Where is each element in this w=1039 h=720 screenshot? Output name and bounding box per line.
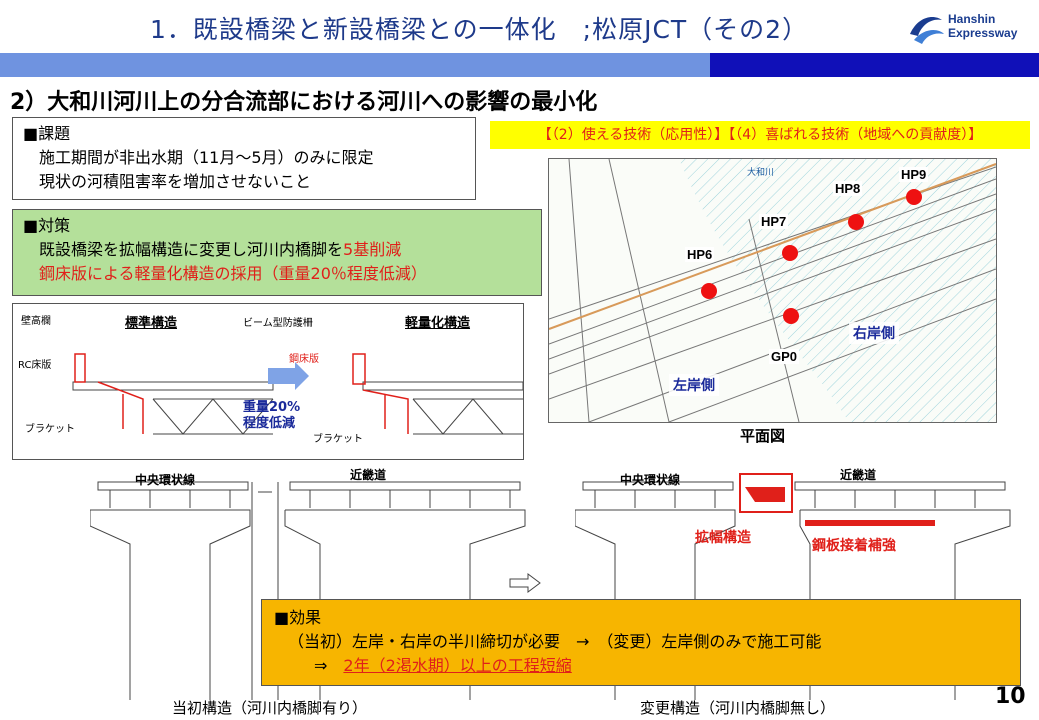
hanshin-logo [904,6,1034,50]
pier-marker-hp7 [782,245,798,261]
label-weight-reduction: 重量20% 程度低減 [243,400,300,432]
issue-box: ■課題 施工期間が非出水期（11月～5月）のみに限定 現状の河積阻害率を増加させ… [12,117,476,200]
header-band-light [0,53,710,77]
issue-line-1: 施工期間が非出水期（11月～5月）のみに限定 [39,148,374,167]
logo-line-2: Expressway [948,26,1018,40]
effect-arrow: ⇒ [314,656,328,675]
pier-label-hp9: HP9 [899,167,929,182]
plan-map-drawing: 大和川 [549,159,996,422]
pier-marker-hp6 [701,283,717,299]
right-bank-label: 右岸側 [849,322,899,344]
plan-map-caption: 平面図 [740,427,786,445]
issue-line-2: 現状の河積阻害率を増加させないこと [39,172,312,191]
measure-heading: ■対策 [23,216,71,235]
effect-box: ■効果 （当初）左岸・右岸の半川締切が必要 → （変更）左岸側のみで施工可能 ⇒… [261,599,1021,686]
label-rc-deck: RC床版 [18,360,52,371]
caption-before: 当初構造（河川内橋脚有り） [172,699,368,717]
structure-comparison: 壁高欄 標準構造 ビーム型防護柵 軽量化構造 RC床版 鋼床版 ブラケット ブラ… [12,303,524,460]
label-steel-deck: 鋼床版 [289,354,319,365]
page-number: 10 [995,684,1026,709]
label-light-structure: 軽量化構造 [405,316,471,331]
label-parapet: 壁高欄 [21,316,51,327]
section-subtitle: 2）大和川河川上の分合流部における河川への影響の最小化 [10,90,598,115]
left-bank-label: 左岸側 [669,374,719,396]
label-chuo-before: 中央環状線 [135,473,196,487]
logo-line-1: Hanshin [948,12,996,26]
measure-line-2: 鋼床版による軽量化構造の採用（重量20％程度低減） [39,264,427,283]
issue-heading: ■課題 [23,124,71,143]
pier-marker-gp0 [783,308,799,324]
river-label: 大和川 [747,166,774,178]
pier-marker-hp8 [848,214,864,230]
bridge-before-drawing [90,481,526,700]
right-arrow-icon [509,573,541,593]
slide-title: 1．既設橋梁と新設橋梁との一体化 ;松原JCT（その2） [150,15,809,44]
measure-line-1: 既設橋梁を拡幅構造に変更し河川内橋脚を5基削減 [23,238,531,262]
effect-line-2: ⇒ 2年（2渇水期）以上の工程短縮 [274,654,1008,678]
label-beam-rail: ビーム型防護柵 [243,318,313,329]
label-widen-structure: 拡幅構造 [695,530,751,546]
label-standard-structure: 標準構造 [125,316,178,331]
effect-heading: ■効果 [274,608,322,627]
label-bracket-2: ブラケット [313,434,363,445]
label-weight-reduction-2: 程度低減 [243,416,296,431]
hanshin-logo-icon [910,16,944,44]
label-kinki-after: 近畿道 [840,468,877,482]
structure-drawing [72,353,523,435]
pier-marker-hp9 [906,189,922,205]
measure-box: ■対策 既設橋梁を拡幅構造に変更し河川内橋脚を5基削減 鋼床版による軽量化構造の… [12,209,542,296]
label-plate-reinforce: 鋼板接着補強 [812,538,896,554]
caption-after: 変更構造（河川内橋脚無し） [640,699,836,717]
logo-text: Hanshin Expressway [948,12,1017,40]
label-kinki-before: 近畿道 [350,468,387,482]
label-bracket: ブラケット [25,424,75,435]
tech-tags: 【（2）使える技術（応用性）】【（4）喜ばれる技術（地域への貢献度）】 [490,121,1030,149]
effect-line-1: （当初）左岸・右岸の半川締切が必要 → （変更）左岸側のみで施工可能 [288,632,822,651]
plan-map: 大和川 HP6 HP7 HP8 HP9 GP0 右岸側 左岸側 [548,158,997,423]
label-weight-reduction-1: 重量20% [243,400,301,415]
pier-label-hp6: HP6 [685,247,715,262]
measure-line-1-red: 5基削減 [343,240,402,259]
pier-label-hp7: HP7 [759,214,789,229]
measure-line-1-text: 既設橋梁を拡幅構造に変更し河川内橋脚を [39,240,344,259]
pier-label-gp0: GP0 [769,349,800,364]
effect-line-2-text: 2年（2渇水期）以上の工程短縮 [343,656,572,675]
label-chuo-after: 中央環状線 [620,473,681,487]
slide-header: 1．既設橋梁と新設橋梁との一体化 ;松原JCT（その2） [0,0,1039,52]
pier-label-hp8: HP8 [833,181,863,196]
